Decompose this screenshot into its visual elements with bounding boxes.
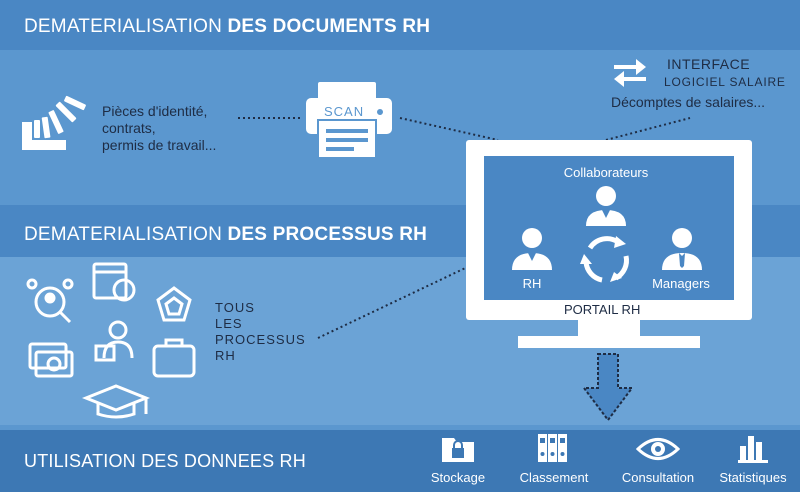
- eye-icon: [636, 438, 680, 460]
- usage-label-statistiques: Statistiques: [719, 470, 787, 485]
- hr-processes-icons: [26, 262, 196, 419]
- decomptes-text: Décomptes de salaires...: [611, 94, 766, 110]
- swap-arrows-icon: [614, 59, 646, 87]
- monitor-stand: [578, 320, 640, 338]
- cycle-arrows-icon: [580, 236, 629, 283]
- documents-title: DEMATERIALISATION DES DOCUMENTS RH: [24, 16, 431, 37]
- usage-label-stockage: Stockage: [430, 470, 486, 485]
- documents-header: [0, 0, 800, 50]
- portal-screen: [484, 156, 734, 300]
- portal-monitor: [466, 140, 752, 320]
- documents-list: Pièces d'identité, contrats, permis de t…: [102, 103, 217, 153]
- portal-label: PORTAIL RH: [564, 302, 641, 317]
- interface-title: INTERFACE: [667, 56, 751, 72]
- usage-label-classement: Classement: [519, 470, 589, 485]
- user-collaborateurs-icon: [586, 186, 626, 226]
- usage-label-consultation: Consultation: [621, 470, 695, 485]
- collaborateurs-label: Collaborateurs: [563, 165, 649, 180]
- bar-chart-icon: [738, 436, 768, 463]
- user-managers-icon: [662, 228, 702, 270]
- down-arrow-icon: [582, 353, 634, 422]
- donnees-title: UTILISATION DES DONNEES RH: [24, 451, 306, 471]
- rh-label: RH: [522, 276, 542, 291]
- processus-list: TOUS LES PROCESSUS RH: [215, 300, 306, 363]
- interface-sub: LOGICIEL SALAIRE: [664, 75, 786, 89]
- user-rh-icon: [512, 228, 552, 270]
- managers-label: Managers: [652, 276, 710, 291]
- processus-title: DEMATERIALISATION DES PROCESSUS RH: [24, 224, 428, 245]
- documents-stack-icon: [22, 95, 86, 150]
- scanner-icon: [306, 82, 392, 159]
- scan-label: SCAN: [324, 104, 365, 119]
- binders-icon: [538, 434, 567, 462]
- monitor-base: [518, 336, 700, 348]
- folder-lock-icon: [442, 438, 474, 462]
